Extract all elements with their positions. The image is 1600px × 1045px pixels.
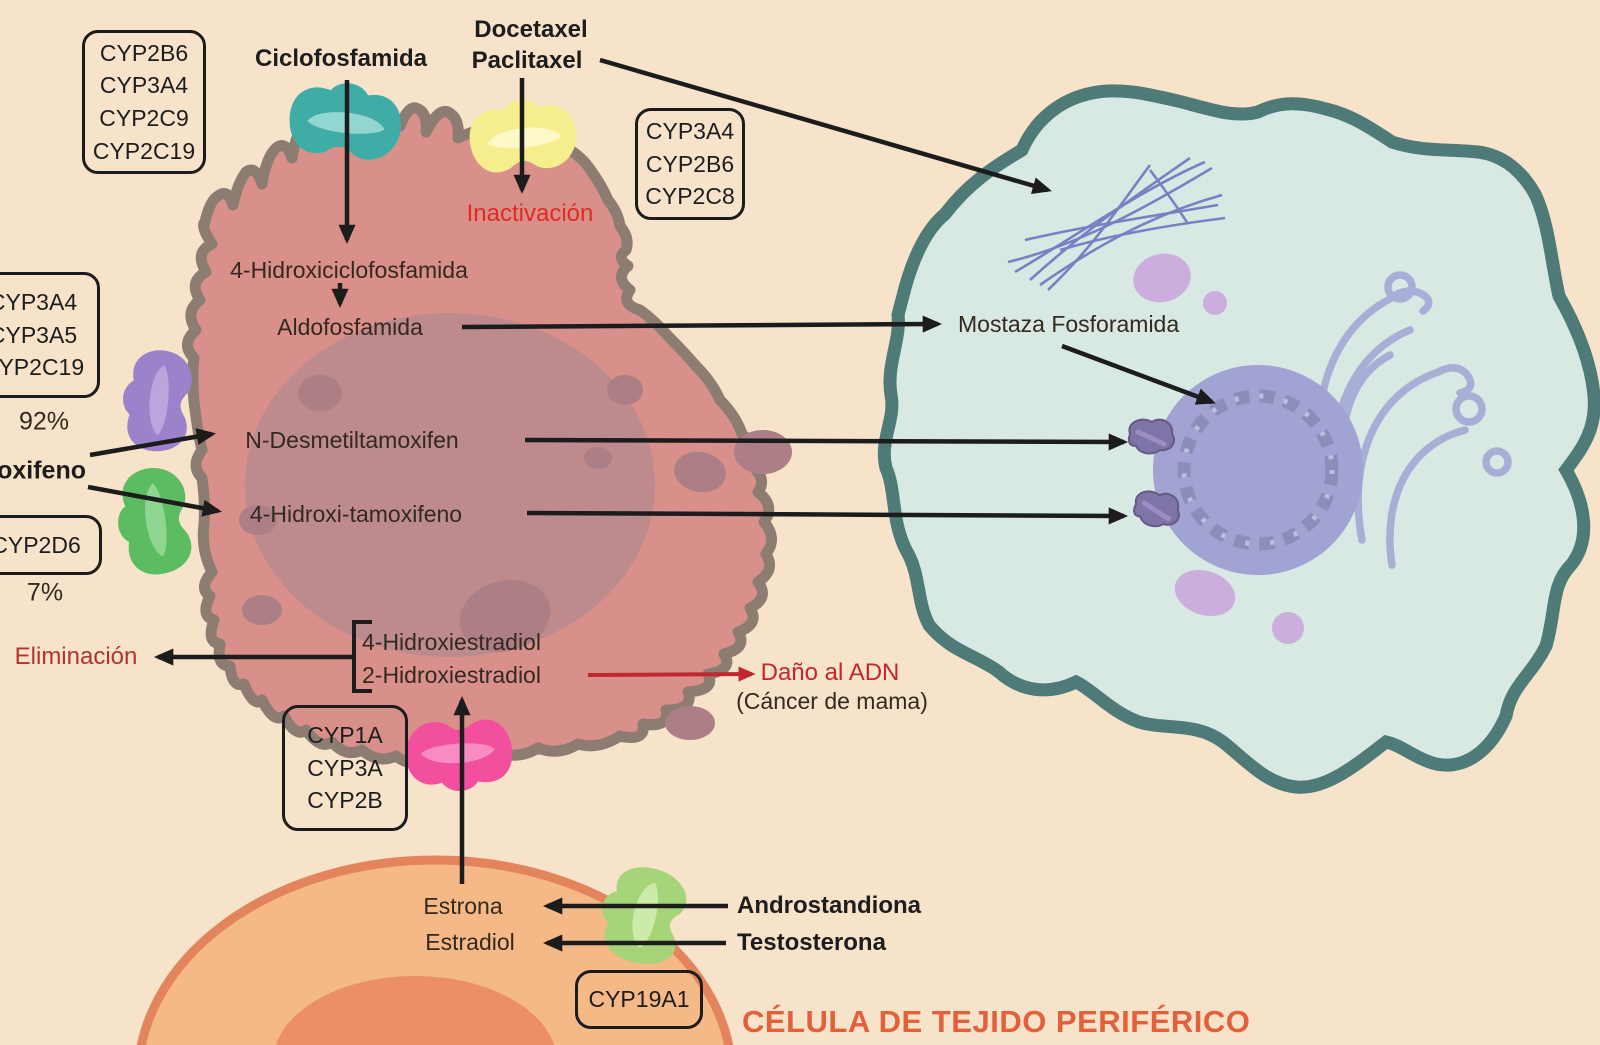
label-eliminacion: Eliminación xyxy=(14,643,138,671)
label-mostaza-fosforamida: Mostaza Fosforamida xyxy=(958,310,1180,337)
tumor-cell xyxy=(877,84,1600,794)
label-paclitaxel: Paclitaxel xyxy=(471,47,583,75)
tumor-nucleus xyxy=(1153,365,1363,575)
label-docetaxel: Docetaxel xyxy=(474,16,588,44)
nuclear-receptor-icon xyxy=(1127,418,1176,455)
enzyme-cyp2d6-icon xyxy=(112,464,195,579)
label-4-hidroxi-tamoxifeno: 4-Hidroxi-tamoxifeno xyxy=(249,500,463,527)
arrow-4hidroxi-nucleo xyxy=(526,507,1129,525)
label-2-hidroxiestradiol: 2-Hidroxiestradiol xyxy=(362,661,541,688)
lysosome-blobs xyxy=(1133,253,1304,644)
enzyme-box-tamoxifeno-secundaria: CYP2D6 xyxy=(0,515,102,575)
bracket-estradioles xyxy=(352,620,372,693)
enzyme-label: CYP2C19 xyxy=(0,354,85,381)
peripheral-cell-nucleus xyxy=(275,976,555,1045)
label-estradiol: Estradiol xyxy=(425,928,515,955)
enzyme-label: CYP3A4 xyxy=(645,118,735,145)
enzyme-box-taxanos: CYP3A4 CYP2B6 CYP2C8 xyxy=(635,108,745,220)
label-porcentaje-7: 7% xyxy=(26,578,64,607)
enzyme-label: CYP2C8 xyxy=(645,183,735,210)
enzyme-box-tamoxifeno-principal: CYP3A4 CYP3A5 CYP2C19 xyxy=(0,272,100,398)
enzyme-box-estradiol: CYP1A CYP3A CYP2B xyxy=(282,705,408,831)
label-cancer-de-mama: (Cáncer de mama) xyxy=(736,687,928,714)
enzyme-label: CYP3A4 xyxy=(99,72,189,99)
label-androstandiona: Androstandiona xyxy=(737,892,921,920)
nuclear-receptor-icon xyxy=(1131,488,1183,531)
enzyme-label: CYP2D6 xyxy=(0,531,81,558)
enzyme-label: CYP2B xyxy=(307,787,383,814)
label-estrona: Estrona xyxy=(423,892,503,919)
arrow-ndesmetil-nucleo xyxy=(524,433,1129,451)
label-inactivacion: Inactivación xyxy=(466,200,594,228)
label-ciclofosfamida: Ciclofosfamida xyxy=(254,45,428,73)
label-4-hidroxiestradiol: 4-Hidroxiestradiol xyxy=(362,628,541,655)
label-porcentaje-92: 92% xyxy=(18,407,70,436)
enzyme-label: CYP2B6 xyxy=(645,150,735,177)
enzyme-label: CYP2B6 xyxy=(99,39,189,66)
enzyme-label: CYP2C19 xyxy=(92,137,196,164)
label-n-desmetiltamoxifen: N-Desmetiltamoxifen xyxy=(245,426,459,453)
arrow-dano-adn xyxy=(587,666,756,682)
enzyme-label: CYP3A4 xyxy=(0,289,78,316)
label-tamoxifeno: Tamoxifeno xyxy=(0,456,86,485)
enzyme-label: CYP3A xyxy=(307,754,383,781)
enzyme-label: CYP3A5 xyxy=(0,321,78,348)
hepatocyte-nucleus xyxy=(245,313,655,657)
arrow-mostaza-nucleo xyxy=(1061,343,1216,405)
hepatocyte-cell xyxy=(182,102,792,768)
enzyme-label: CYP1A xyxy=(307,722,383,749)
arrow-tamoxifeno-ndesmetil xyxy=(89,428,216,458)
label-celula-tejido-periferico: CÉLULA DE TEJIDO PERIFÉRICO xyxy=(742,1004,1251,1039)
label-testosterona: Testosterona xyxy=(737,929,886,957)
microtubules-icon xyxy=(1007,156,1226,291)
enzyme-label: CYP19A1 xyxy=(588,986,690,1013)
arrow-tamoxifeno-4hidroxi xyxy=(87,484,222,517)
arrow-taxanos-microtubulos xyxy=(599,57,1052,194)
enzyme-box-aromatasa: CYP19A1 xyxy=(575,970,703,1029)
enzyme-label: CYP2C9 xyxy=(99,105,189,131)
label-aldofosfamida: Aldofosfamida xyxy=(277,313,423,340)
label-dano-adn: Daño al ADN xyxy=(760,659,900,687)
label-4-hidroxiciclofosfamida: 4-Hidroxiciclofosfamida xyxy=(230,256,468,283)
enzyme-box-ciclofosfamida: CYP2B6 CYP3A4 CYP2C9 CYP2C19 xyxy=(82,30,206,174)
arrow-aldofosfamida-mostaza xyxy=(461,315,943,333)
